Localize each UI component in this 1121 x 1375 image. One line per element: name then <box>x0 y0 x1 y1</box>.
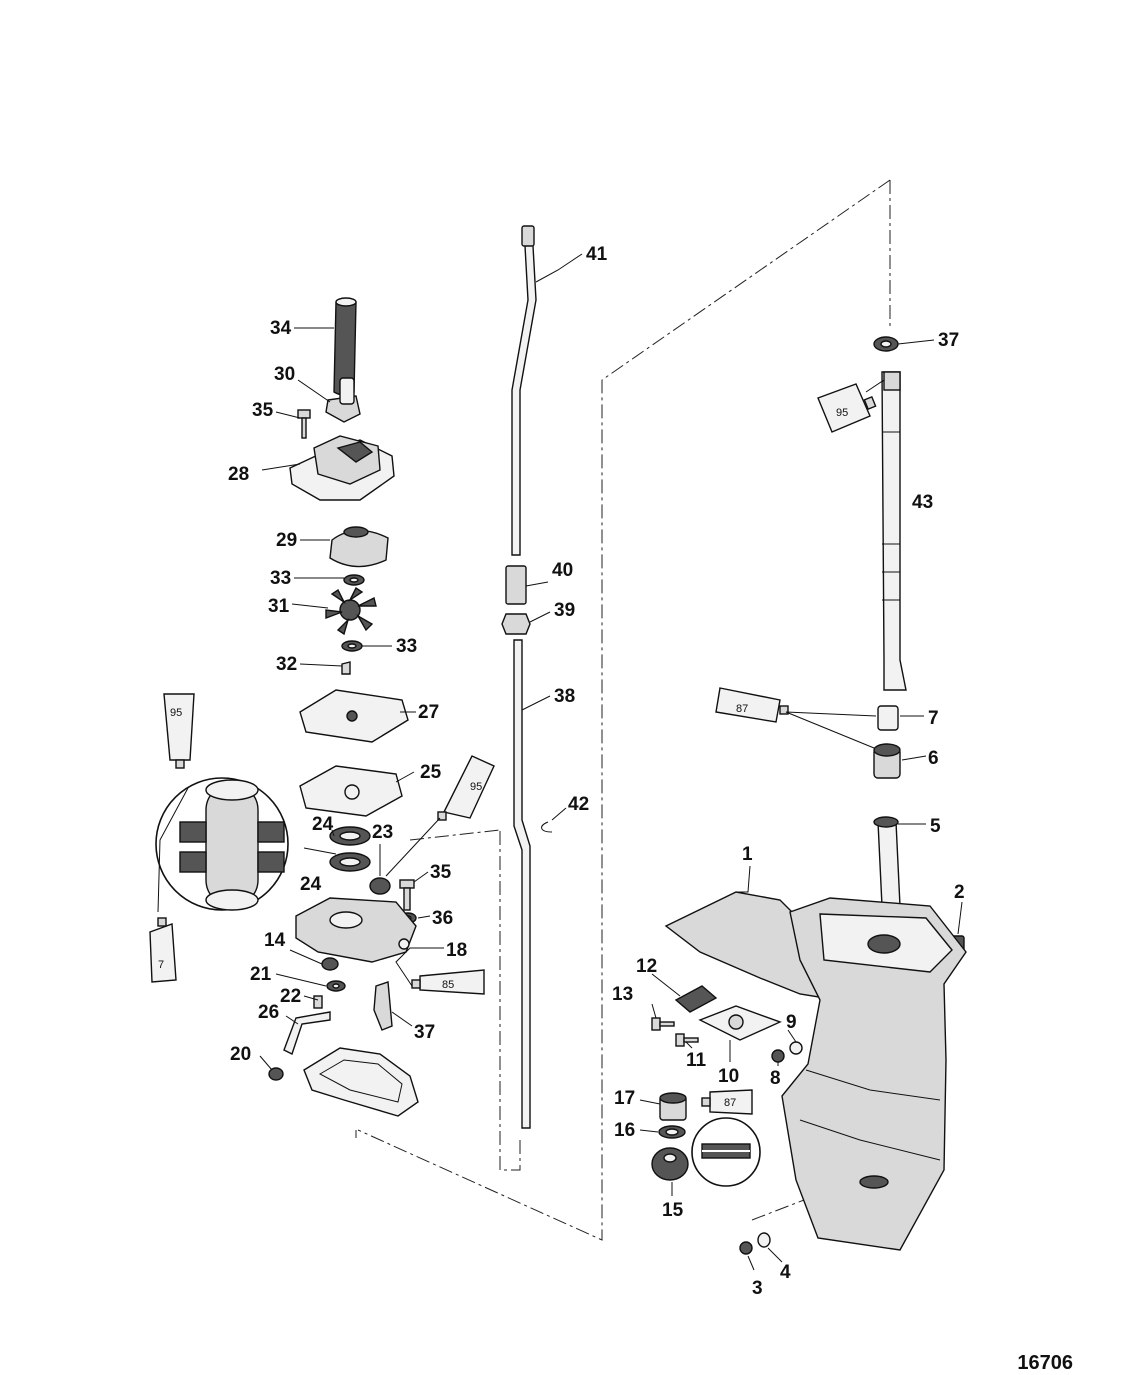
svg-text:95: 95 <box>836 407 848 419</box>
callout-21: 21 <box>250 964 272 985</box>
callout-16: 16 <box>614 1120 635 1141</box>
callout-30: 30 <box>274 364 295 385</box>
callout-20: 20 <box>230 1044 251 1065</box>
callout-6: 6 <box>928 748 939 769</box>
tube-7-left: 7 <box>149 917 177 983</box>
tube-85: 85 <box>411 969 485 995</box>
sealant-tubes: 95 95 95 7 87 85 87 <box>149 383 877 1115</box>
callout-42: 42 <box>568 794 589 815</box>
svg-text:7: 7 <box>158 959 164 971</box>
tube-95-top-right: 95 <box>817 383 877 433</box>
callout-7: 7 <box>928 708 939 729</box>
callout-11: 11 <box>686 1050 707 1071</box>
callout-5: 5 <box>930 816 941 837</box>
callout-10: 10 <box>718 1066 739 1087</box>
seal-detail-inset <box>155 777 289 913</box>
callout-32: 32 <box>276 654 297 675</box>
callout-9: 9 <box>786 1012 797 1033</box>
callout-15: 15 <box>662 1200 684 1221</box>
callout-40: 40 <box>552 560 573 581</box>
callout-34: 34 <box>270 318 292 339</box>
callout-35b: 35 <box>430 862 452 883</box>
callout-4: 4 <box>780 1262 791 1283</box>
callout-27: 27 <box>418 702 439 723</box>
callout-37a: 37 <box>938 330 959 351</box>
callout-24b: 24 <box>300 874 322 895</box>
callout-3: 3 <box>752 1278 763 1299</box>
svg-text:95: 95 <box>170 707 182 719</box>
callout-43: 43 <box>912 492 933 513</box>
callout-31: 31 <box>268 596 290 617</box>
drive-shaft-assembly <box>651 336 967 1255</box>
callout-18: 18 <box>446 940 467 961</box>
diagram-reference-number: 16706 <box>1017 1352 1073 1374</box>
tube-95-left: 95 <box>163 693 195 769</box>
callout-labels: 1 2 3 4 5 6 7 8 9 10 11 12 13 14 15 16 1… <box>228 244 965 1299</box>
callout-17: 17 <box>614 1088 635 1109</box>
svg-text:87: 87 <box>736 703 748 715</box>
shift-shaft-assembly <box>501 225 553 1129</box>
callout-24a: 24 <box>312 814 334 835</box>
callout-12: 12 <box>636 956 657 977</box>
callout-38: 38 <box>554 686 575 707</box>
callout-1: 1 <box>742 844 753 865</box>
tube-87-right: 87 <box>715 687 789 723</box>
callout-41: 41 <box>586 244 608 265</box>
callout-36: 36 <box>432 908 453 929</box>
tube-95-center: 95 <box>437 755 495 821</box>
callout-2: 2 <box>954 882 965 903</box>
callout-13: 13 <box>612 984 633 1005</box>
callout-25: 25 <box>420 762 442 783</box>
callout-23: 23 <box>372 822 393 843</box>
svg-text:95: 95 <box>470 781 482 793</box>
callout-14: 14 <box>264 930 286 951</box>
svg-text:87: 87 <box>724 1097 736 1109</box>
callout-28: 28 <box>228 464 249 485</box>
water-pump-assembly <box>268 297 419 1117</box>
callout-29: 29 <box>276 530 297 551</box>
callout-26: 26 <box>258 1002 279 1023</box>
callout-8: 8 <box>770 1068 781 1089</box>
callout-35a: 35 <box>252 400 274 421</box>
leader-lines <box>259 253 963 1271</box>
callout-33a: 33 <box>270 568 291 589</box>
callout-37b: 37 <box>414 1022 435 1043</box>
callout-33b: 33 <box>396 636 417 657</box>
callout-39: 39 <box>554 600 575 621</box>
svg-text:85: 85 <box>442 979 454 991</box>
tube-87-lower: 87 <box>701 1089 753 1115</box>
callout-22: 22 <box>280 986 301 1007</box>
impeller <box>325 586 377 636</box>
